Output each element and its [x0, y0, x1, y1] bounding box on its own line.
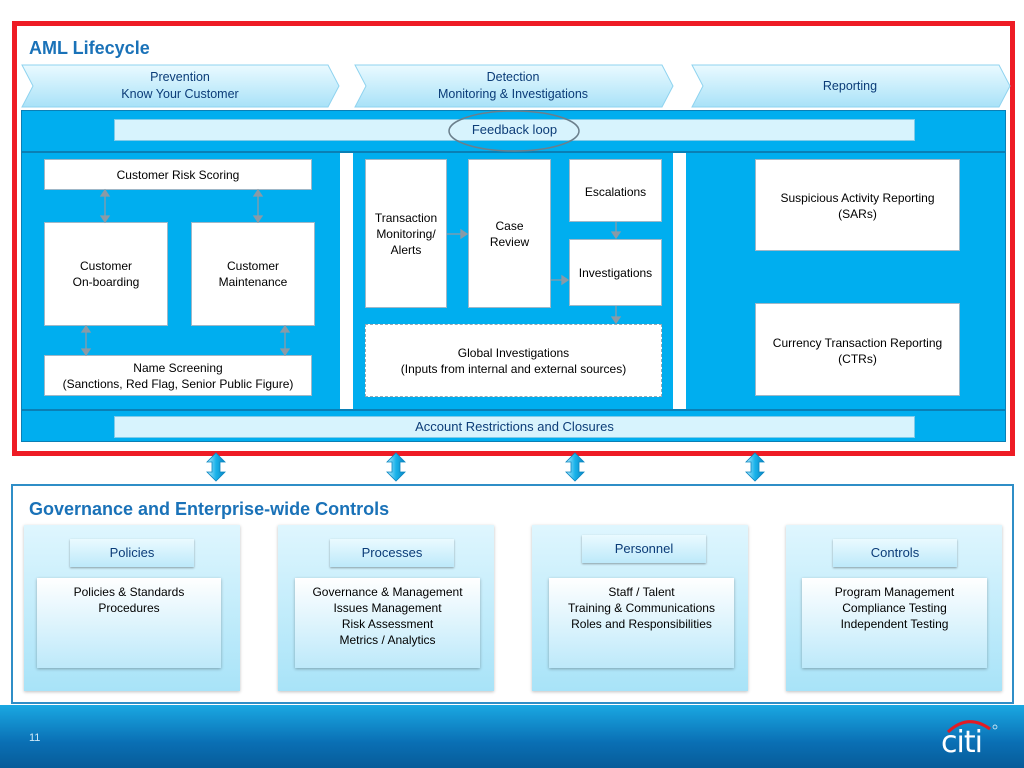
phase-detection-label: Detection Monitoring & Investigations — [437, 70, 589, 101]
governance-title: Governance and Enterprise-wide Controls — [29, 499, 390, 519]
feedback-loop-ellipse — [448, 110, 580, 152]
page-number: 11 — [29, 732, 41, 744]
governance-link-arrows — [206, 452, 765, 482]
escalations-box: Escalations — [569, 159, 662, 222]
processes-body: Governance & Management Issues Managemen… — [295, 578, 480, 668]
prevention-chevron — [21, 64, 340, 108]
controls-header: Controls — [833, 539, 957, 567]
column-separator — [340, 153, 353, 409]
investigations-box: Investigations — [569, 239, 662, 306]
global-investigations-box: Global Investigations(Inputs from intern… — [365, 324, 662, 397]
citi-arc-icon — [946, 720, 998, 734]
phase-prevention-label: Prevention Know Your Customer — [121, 70, 239, 101]
feedback-row-divider — [21, 151, 1006, 153]
name-screening-box: Name Screening(Sanctions, Red Flag, Seni… — [44, 355, 312, 396]
sars-box: Suspicious Activity Reporting(SARs) — [755, 159, 960, 251]
detection-chevron — [354, 64, 674, 108]
double-arrow-icon — [386, 452, 406, 482]
prevention-connector-arrows — [80, 188, 291, 357]
processes-header: Processes — [330, 539, 454, 567]
double-arrow-icon — [565, 452, 585, 482]
customer-risk-scoring-box: Customer Risk Scoring — [44, 159, 312, 190]
ctrs-box: Currency Transaction Reporting(CTRs) — [755, 303, 960, 396]
reporting-chevron — [691, 64, 1011, 108]
restrictions-row-divider — [21, 409, 1006, 411]
policies-header: Policies — [70, 539, 194, 567]
feedback-loop-bar: Feedback loop — [114, 119, 915, 141]
controls-body: Program Management Compliance Testing In… — [802, 578, 987, 668]
personnel-header: Personnel — [582, 535, 706, 563]
personnel-body: Staff / Talent Training & Communications… — [549, 578, 734, 668]
aml-lifecycle-frame — [12, 21, 1015, 456]
account-restrictions-bar: Account Restrictions and Closures — [114, 416, 915, 438]
double-arrow-icon — [745, 452, 765, 482]
column-separator — [673, 153, 686, 409]
phase-reporting-label: Reporting — [822, 79, 878, 93]
policies-body: Policies & Standards Procedures — [37, 578, 221, 668]
footer-band — [0, 705, 1024, 768]
citi-logo: citi — [940, 715, 1000, 760]
detection-connector-arrows — [447, 222, 622, 325]
double-arrow-icon — [206, 452, 226, 482]
aml-lifecycle-title: AML Lifecycle — [29, 38, 150, 58]
citi-logo-text: citi — [941, 725, 983, 760]
phase-chevrons — [21, 64, 1011, 108]
